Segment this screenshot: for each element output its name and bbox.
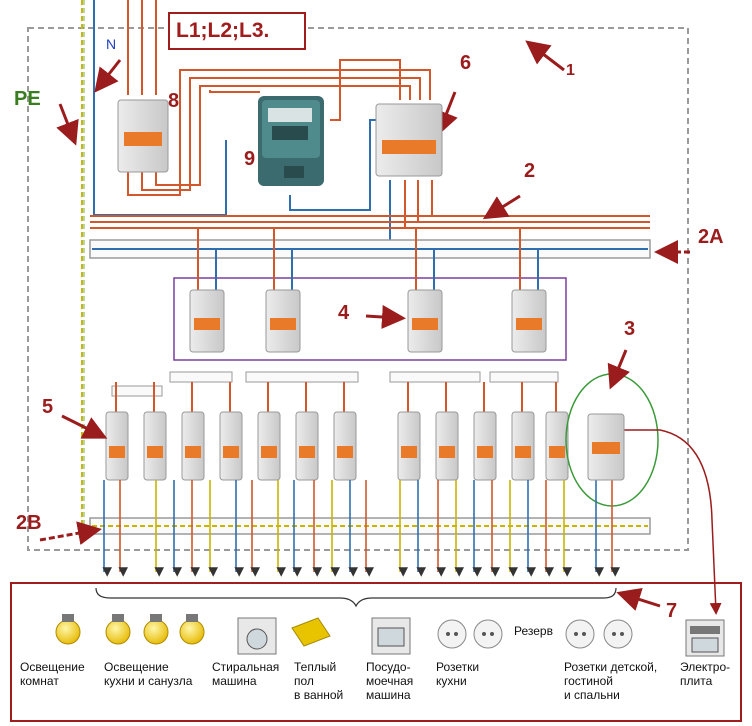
circuit-breaker (257, 382, 281, 481)
circuit-breaker (545, 382, 569, 481)
label-4: 4 (338, 302, 350, 324)
circuit-breaker (181, 382, 205, 481)
panel-outline (27, 27, 689, 551)
rcd-group-box (173, 277, 567, 361)
floor-heating-icon (291, 617, 331, 647)
pe-label: PE (14, 88, 41, 110)
label-8: 8 (168, 90, 180, 112)
bulb-icon (55, 614, 81, 645)
rcd-stove (587, 413, 625, 481)
label-9: 9 (244, 148, 256, 170)
breaker-row (105, 382, 569, 481)
stove-icon (685, 619, 725, 657)
rcd-device (265, 228, 301, 353)
dishwasher-icon (371, 617, 411, 655)
label-1: 1 (566, 62, 575, 79)
circuit-breaker (143, 382, 167, 481)
consumers-legend (10, 582, 742, 722)
neutral-label: N (106, 36, 117, 52)
group-brace (95, 587, 617, 608)
circuit-breaker (435, 382, 459, 481)
rcd-devices (189, 228, 547, 353)
washing-machine-icon (237, 617, 277, 655)
rcd-device (511, 228, 547, 353)
circuit-breaker (511, 382, 535, 481)
phases-title: L1;L2;L3. (176, 19, 270, 42)
label-7: 7 (666, 600, 678, 622)
circuit-breaker (333, 382, 357, 481)
main-breaker (117, 99, 169, 173)
label-3: 3 (624, 318, 636, 340)
socket-icon (437, 619, 633, 649)
label-2a: 2A (698, 226, 724, 248)
phases-title-box: L1;L2;L3. (168, 12, 306, 50)
circuit-breaker (397, 382, 421, 481)
circuit-breaker (473, 382, 497, 481)
label-6: 6 (460, 52, 472, 74)
circuit-breaker (105, 382, 129, 481)
circuit-breaker (295, 382, 319, 481)
label-2b: 2B (16, 512, 42, 534)
legend-item-stove: Электро-плита (680, 660, 731, 688)
label-5: 5 (42, 396, 54, 418)
electricity-meter (258, 96, 324, 186)
bulb-icon (105, 614, 205, 645)
main-switch (375, 103, 443, 177)
circuit-breaker (219, 382, 243, 481)
rcd-device (407, 228, 443, 353)
reserve-label: Резерв (514, 624, 553, 638)
label-2: 2 (524, 160, 536, 182)
rcd-device (189, 228, 225, 353)
